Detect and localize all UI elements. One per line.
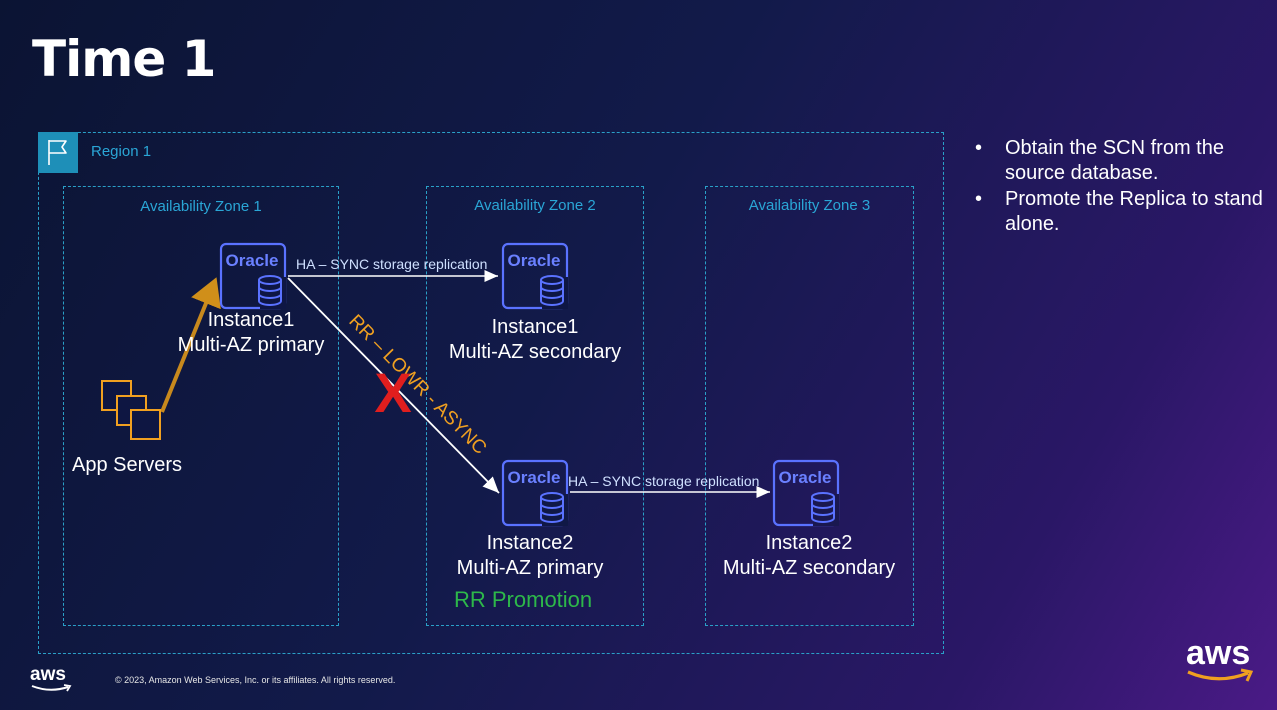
broken-replication-marker: X (374, 361, 411, 424)
oracle-db-icon-secondary2: Oracle (772, 459, 840, 527)
availability-zone-1 (63, 186, 339, 626)
oracle-db-icon-primary1: Oracle (219, 242, 287, 310)
oracle-db-icon-primary2: Oracle (501, 459, 569, 527)
node-secondary2-role: Multi-AZ secondary (722, 557, 896, 579)
svg-text:Oracle: Oracle (779, 468, 832, 487)
node-secondary1-name: Instance1 (491, 316, 579, 338)
svg-text:Oracle: Oracle (508, 251, 561, 270)
rr-promotion-label: RR Promotion (454, 587, 593, 612)
node-label-secondary2: Instance2 Multi-AZ secondary (706, 531, 912, 581)
oracle-db-icon-secondary1: Oracle (501, 242, 569, 310)
ha-sync-label-1: HA – SYNC storage replication (296, 256, 488, 272)
region-flag-badge (38, 132, 78, 173)
aws-smile-small-icon (31, 684, 72, 692)
app-servers-icon (101, 380, 161, 440)
app-to-primary-arrow (160, 277, 221, 413)
note-item: Promote the Replica to stand alone. (975, 187, 1265, 237)
availability-zone-1-label: Availability Zone 1 (140, 198, 262, 215)
node-label-primary1: Instance1 Multi-AZ primary (153, 308, 349, 358)
aws-logo-small-text: aws (30, 664, 66, 685)
node-primary1-name: Instance1 (207, 309, 295, 331)
footer-copyright: © 2023, Amazon Web Services, Inc. or its… (115, 675, 396, 685)
node-primary2-name: Instance2 (486, 532, 574, 554)
slide-title: Time 1 (32, 30, 216, 88)
node-label-primary2: Instance2 Multi-AZ primary (432, 531, 628, 581)
ha-sync-label-2: HA – SYNC storage replication (568, 473, 760, 489)
region-box (38, 132, 944, 654)
node-primary1-role: Multi-AZ primary (177, 334, 325, 356)
svg-text:Oracle: Oracle (226, 251, 279, 270)
aws-smile-large-icon (1187, 668, 1254, 682)
notes-list: Obtain the SCN from the source database.… (975, 136, 1265, 238)
node-label-secondary1: Instance1 Multi-AZ secondary (432, 315, 638, 365)
flag-icon (48, 140, 67, 165)
node-secondary1-role: Multi-AZ secondary (448, 341, 622, 363)
availability-zone-3-label: Availability Zone 3 (748, 197, 871, 214)
availability-zone-3 (705, 186, 914, 626)
aws-logo-large-text: aws (1186, 634, 1251, 672)
node-secondary2-name: Instance2 (765, 532, 853, 554)
aws-logo-large: aws (1186, 634, 1256, 685)
aws-logo-small: aws (30, 665, 74, 693)
node-primary2-role: Multi-AZ primary (456, 557, 604, 579)
app-servers-label: App Servers (72, 454, 183, 476)
availability-zone-2-label: Availability Zone 2 (474, 197, 596, 214)
rr-async-arrow (287, 277, 500, 494)
region-label: Region 1 (91, 143, 152, 160)
note-item: Obtain the SCN from the source database. (975, 136, 1265, 186)
availability-zone-2 (426, 186, 644, 626)
svg-text:Oracle: Oracle (508, 468, 561, 487)
